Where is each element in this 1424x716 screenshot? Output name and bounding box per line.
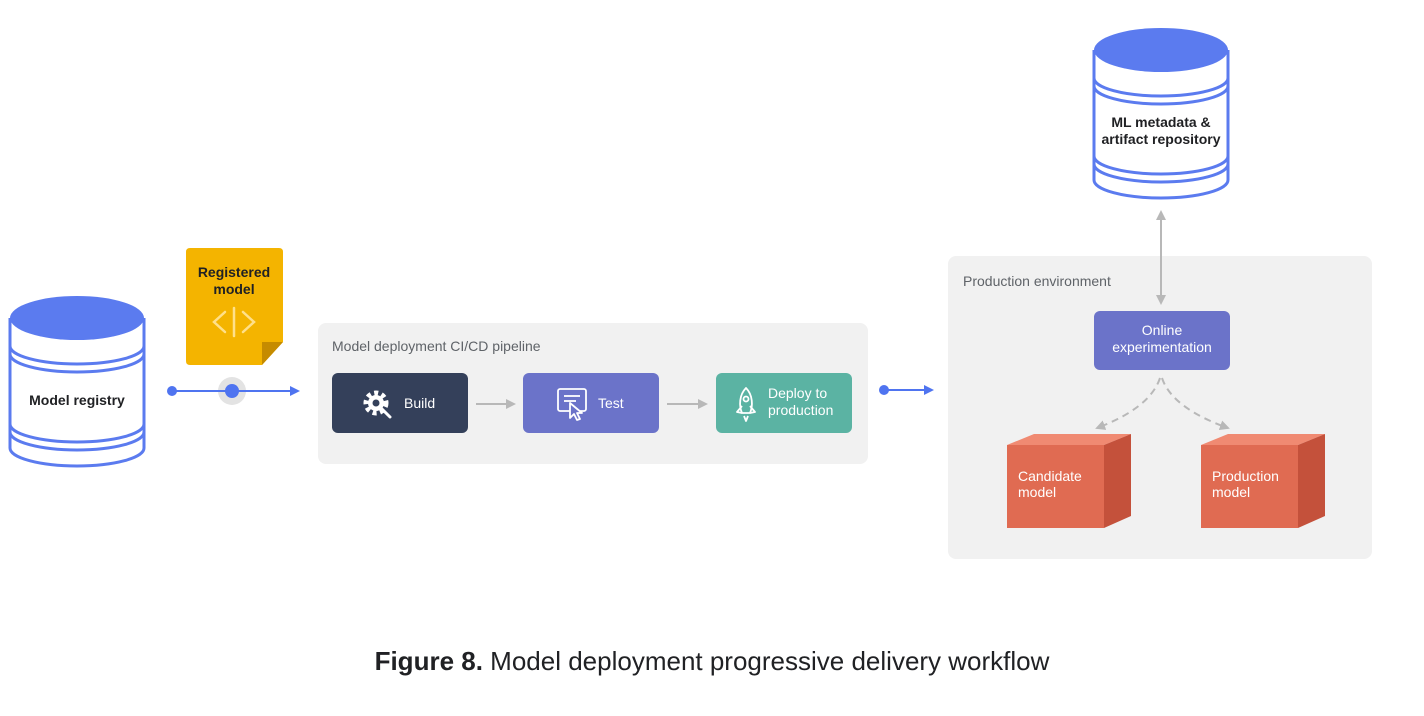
registered-model-label-line1: Registered [198, 264, 270, 280]
cicd-pipeline-panel: Model deployment CI/CD pipeline Build Te… [318, 323, 868, 464]
test-step: Test [523, 373, 659, 433]
gear-wrench-icon [363, 390, 392, 419]
build-step-label: Build [404, 395, 435, 411]
production-model-label-line1: Production [1212, 468, 1279, 484]
deploy-step: Deploy to production [716, 373, 852, 433]
production-model-cube: Production model [1201, 434, 1325, 528]
experimentation-to-candidate-arrow [1095, 377, 1161, 430]
pipeline-to-production-connector [879, 385, 934, 395]
figure-caption-text: Model deployment progressive delivery wo… [490, 646, 1050, 676]
build-step: Build [332, 373, 468, 433]
model-registry-label: Model registry [29, 392, 125, 408]
production-environment-title: Production environment [963, 273, 1111, 289]
rocket-icon [736, 387, 756, 422]
code-icon [212, 306, 256, 338]
online-experimentation-label-line1: Online [1142, 322, 1183, 338]
deploy-step-label-line1: Deploy to [768, 385, 827, 401]
online-experimentation-label-line2: experimentation [1112, 339, 1212, 355]
test-step-label: Test [598, 395, 624, 411]
metadata-repository-label-line1: ML metadata & [1111, 114, 1210, 130]
figure-caption-prefix: Figure 8. [374, 646, 483, 676]
online-experimentation-box: Online experimentation [1094, 311, 1230, 370]
production-model-label-line2: model [1212, 484, 1250, 500]
registry-to-pipeline-connector [167, 377, 300, 405]
candidate-model-label-line2: model [1018, 484, 1056, 500]
candidate-model-cube: Candidate model [1007, 434, 1131, 528]
figure-caption: Figure 8. Model deployment progressive d… [0, 646, 1424, 677]
metadata-repository-database: ML metadata & artifact repository [1092, 28, 1230, 200]
registered-model-card: Registered model [186, 248, 283, 365]
test-cursor-icon [557, 388, 587, 421]
cicd-pipeline-title: Model deployment CI/CD pipeline [332, 338, 541, 354]
deploy-step-label-line2: production [768, 402, 833, 418]
experimentation-to-production-arrow [1161, 377, 1230, 431]
production-environment-panel: Production environment Online experiment… [948, 256, 1372, 559]
metadata-repository-label-line2: artifact repository [1101, 131, 1220, 147]
model-registry-database: Model registry [8, 296, 146, 468]
candidate-model-label-line1: Candidate [1018, 468, 1082, 484]
registered-model-label-line2: model [213, 281, 254, 297]
